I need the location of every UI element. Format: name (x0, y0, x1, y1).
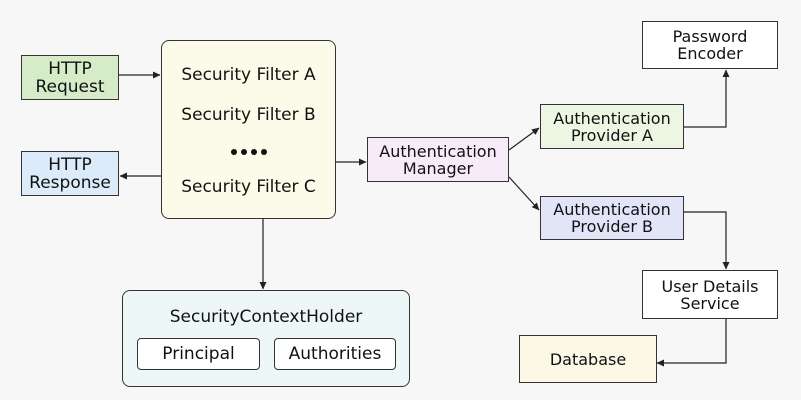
http-response-box: HTTP Response (21, 151, 119, 196)
http-response-line-2: Response (29, 172, 111, 193)
user-details-service-line-2: Service (680, 293, 740, 313)
arrow-user-details-service-to-database (656, 319, 727, 367)
authentication-provider-b-box: Authentication Provider B (540, 196, 684, 240)
http-request-box: HTTP Request (21, 55, 119, 100)
database-box: Database (519, 335, 657, 383)
database-label: Database (549, 349, 627, 369)
http-request-line-2: Request (35, 76, 105, 97)
http-response-line-1: HTTP (48, 154, 92, 175)
password-encoder-box: Password Encoder (642, 21, 778, 69)
security-context-holder: SecurityContextHolder Principal Authorit… (122, 290, 410, 387)
password-encoder-line-1: Password (672, 27, 748, 46)
password-encoder-line-2: Encoder (677, 44, 743, 63)
authentication-manager-line-1: Authentication (379, 141, 497, 161)
authentication-provider-a-line-2: Provider A (571, 125, 653, 145)
arrow-provider-b-to-user-details-service (684, 211, 730, 270)
authorities-label: Authorities (288, 344, 382, 364)
authentication-manager-box: Authentication Manager (367, 137, 509, 182)
security-filter-chain: Security Filter A Security Filter B Secu… (161, 40, 336, 219)
arrow-provider-a-to-password-encoder (684, 69, 730, 128)
arrow-manager-to-provider-a (508, 127, 540, 151)
authentication-manager-line-2: Manager (402, 158, 474, 178)
security-filter-a: Security Filter A (181, 65, 316, 85)
user-details-service-line-1: User Details (661, 276, 759, 296)
user-details-service-box: User Details Service (642, 270, 778, 319)
principal-label: Principal (162, 344, 235, 364)
arrow-manager-to-provider-b (508, 176, 540, 211)
authentication-provider-b-line-2: Provider B (571, 217, 653, 236)
security-filter-b: Security Filter B (181, 105, 316, 125)
authentication-provider-b-line-1: Authentication (553, 200, 671, 219)
http-request-line-1: HTTP (48, 58, 92, 79)
security-context-holder-title: SecurityContextHolder (169, 307, 363, 327)
principal-box: Principal (137, 338, 260, 370)
security-filter-c: Security Filter C (181, 177, 316, 197)
authentication-provider-a-box: Authentication Provider A (540, 104, 684, 149)
authorities-box: Authorities (274, 338, 396, 370)
more-filters-ellipsis (162, 149, 335, 155)
authentication-provider-a-line-1: Authentication (553, 108, 671, 128)
